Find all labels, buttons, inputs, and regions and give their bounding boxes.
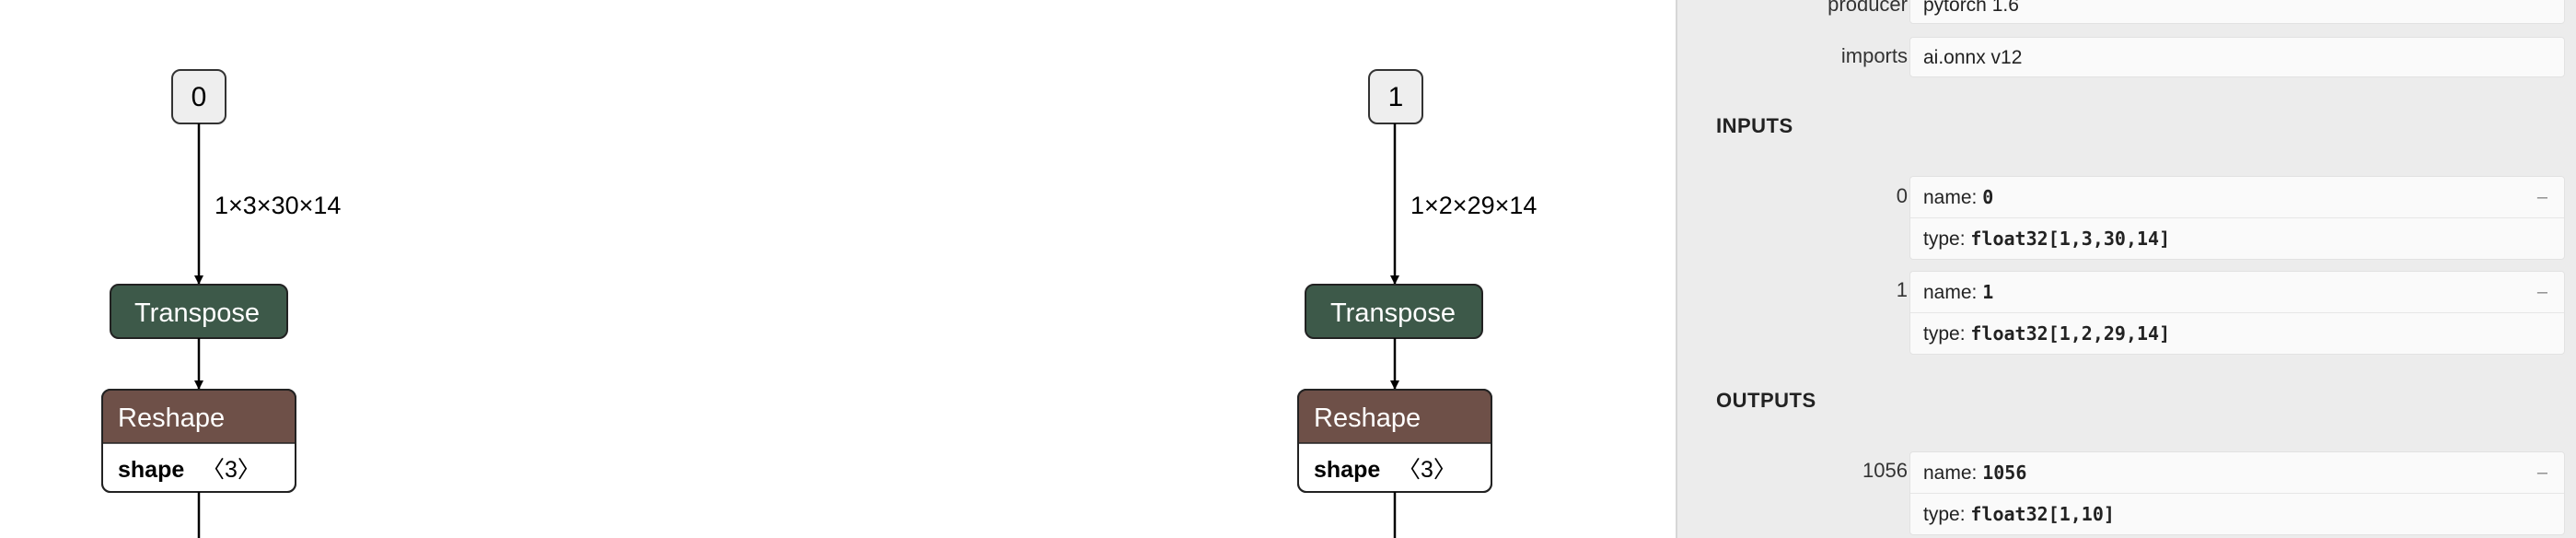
name-prefix: name: — [1923, 462, 1983, 484]
transpose-label: Transpose — [1330, 298, 1456, 328]
output-entry-0[interactable]: name: 1056 – type: float32[1,10] — [1909, 451, 2565, 535]
input-type-row: type: float32[1,2,29,14] — [1910, 312, 2564, 354]
collapse-toggle[interactable]: – — [2536, 462, 2547, 483]
input-name-row: name: 1 – — [1910, 272, 2564, 312]
collapse-toggle[interactable]: – — [2536, 187, 2547, 207]
transpose-node[interactable]: Transpose — [110, 284, 288, 339]
edge-shape-label: 1×2×29×14 — [1410, 192, 1537, 219]
input-type: float32[1,3,30,14] — [1970, 228, 2171, 250]
type-prefix: type: — [1923, 228, 1971, 250]
input-type-row: type: float32[1,3,30,14] — [1910, 217, 2564, 259]
graph-canvas[interactable]: 0 1×3×30×14 Transpose Reshape shape 〈3〉 — [0, 0, 1676, 538]
reshape-node[interactable]: Reshape shape 〈3〉 — [1297, 389, 1492, 493]
output-type-row: type: float32[1,10] — [1910, 493, 2564, 534]
producer-value[interactable]: pytorch 1.6 — [1909, 0, 2565, 24]
name-prefix: name: — [1923, 282, 1983, 303]
input-index: 0 — [1896, 184, 1908, 207]
output-name-row: name: 1056 – — [1910, 452, 2564, 493]
input-index: 1 — [1896, 278, 1908, 301]
reshape-label: Reshape — [1314, 404, 1421, 433]
graph-svg[interactable]: 0 1×3×30×14 Transpose Reshape shape 〈3〉 — [0, 0, 1676, 538]
reshape-label: Reshape — [118, 404, 225, 433]
type-prefix: type: — [1923, 323, 1971, 345]
transpose-node[interactable]: Transpose — [1305, 284, 1483, 339]
model-properties-sidebar[interactable]: producer pytorch 1.6 imports ai.onnx v12… — [1676, 0, 2576, 538]
input-node-label: 0 — [191, 82, 207, 112]
reshape-attr-name: shape — [1314, 457, 1380, 483]
type-prefix: type: — [1923, 504, 1971, 525]
input-name-row: name: 0 – — [1910, 177, 2564, 217]
imports-value[interactable]: ai.onnx v12 — [1909, 37, 2565, 77]
input-name: 0 — [1982, 186, 1994, 208]
reshape-node[interactable]: Reshape shape 〈3〉 — [101, 389, 296, 493]
producer-label: producer — [1828, 0, 1908, 16]
output-index: 1056 — [1862, 459, 1908, 482]
transpose-label: Transpose — [134, 298, 260, 328]
outputs-section-title: OUTPUTS — [1716, 389, 1816, 412]
edge-shape-label: 1×3×30×14 — [215, 192, 341, 219]
input-entry-0[interactable]: name: 0 – type: float32[1,3,30,14] — [1909, 176, 2565, 260]
input-name: 1 — [1982, 281, 1994, 303]
imports-label: imports — [1840, 44, 1908, 67]
input-entry-1[interactable]: name: 1 – type: float32[1,2,29,14] — [1909, 271, 2565, 355]
name-prefix: name: — [1923, 187, 1983, 208]
collapse-toggle[interactable]: – — [2536, 282, 2547, 302]
reshape-attr-value: 〈3〉 — [1398, 457, 1456, 483]
reshape-attr-name: shape — [118, 457, 184, 483]
input-node-1[interactable]: 1 — [1368, 69, 1423, 124]
branch-1: 1 1×2×29×14 Transpose Reshape shape 〈3〉 — [1297, 69, 1537, 538]
output-type: float32[1,10] — [1970, 503, 2115, 525]
output-name: 1056 — [1982, 462, 2027, 484]
input-node-0[interactable]: 0 — [171, 69, 226, 124]
branch-0: 0 1×3×30×14 Transpose Reshape shape 〈3〉 — [101, 69, 341, 538]
input-node-label: 1 — [1388, 82, 1404, 112]
inputs-section-title: INPUTS — [1716, 114, 1793, 137]
reshape-attr-value: 〈3〉 — [202, 457, 261, 483]
input-type: float32[1,2,29,14] — [1970, 322, 2171, 345]
